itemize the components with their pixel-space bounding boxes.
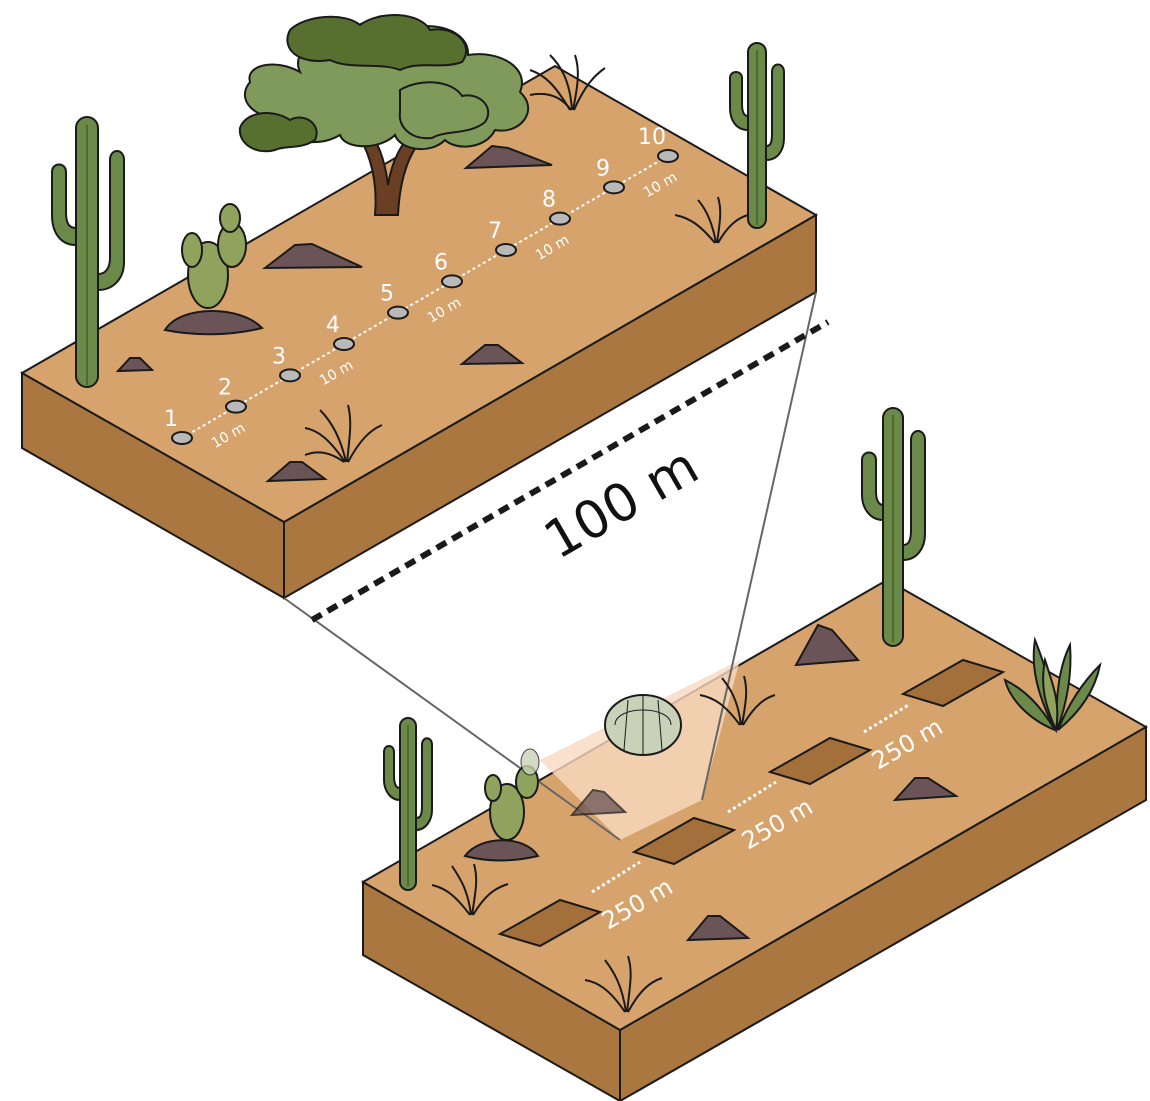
point-number-label: 4: [326, 313, 340, 338]
sampling-stone: [604, 181, 624, 193]
point-number-label: 1: [164, 407, 178, 432]
point-number-label: 5: [380, 282, 394, 307]
sampling-stone: [280, 369, 300, 381]
barrel-cactus-icon: [605, 695, 681, 755]
point-number-label: 10: [638, 125, 666, 150]
distance-label: 100 m: [535, 436, 709, 571]
sampling-stone: [442, 275, 462, 287]
point-number-label: 6: [434, 250, 448, 275]
projection-line-left: [284, 598, 620, 840]
point-number-label: 3: [272, 344, 286, 369]
sampling-stone: [172, 432, 192, 444]
point-number-label: 8: [542, 188, 556, 213]
point-number-label: 2: [218, 376, 232, 401]
sampling-stone: [658, 150, 678, 162]
sampling-stone: [226, 401, 246, 413]
sampling-stone: [388, 307, 408, 319]
sampling-stone: [550, 213, 570, 225]
sampling-stone: [334, 338, 354, 350]
sampling-stone: [496, 244, 516, 256]
point-number-label: 9: [596, 156, 610, 181]
point-number-label: 7: [488, 219, 502, 244]
